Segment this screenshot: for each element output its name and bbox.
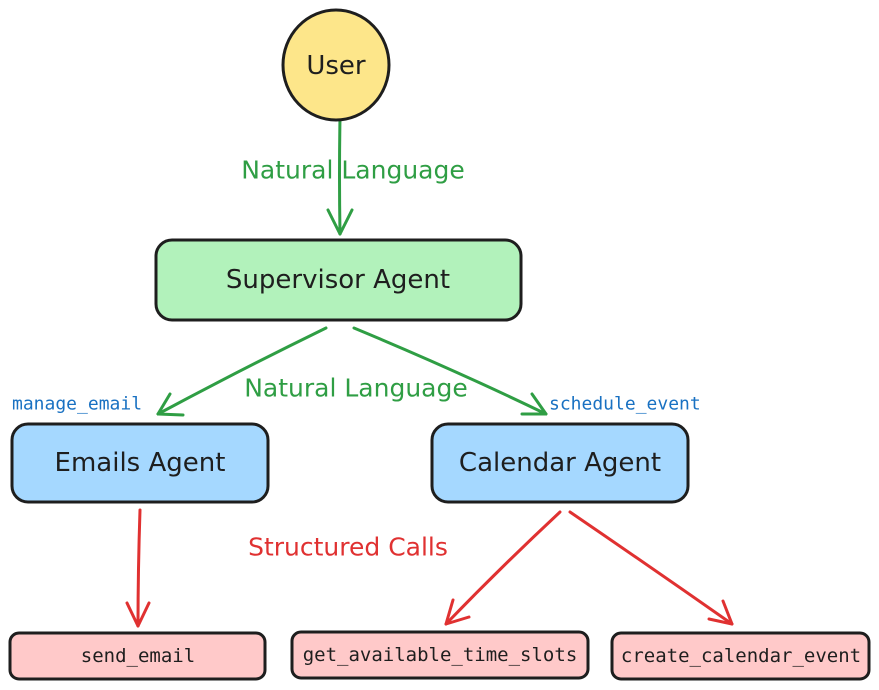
edge-supervisor-to-emails-agent [156, 326, 328, 417]
edge-label-user-supervisor: Natural Language [241, 156, 465, 185]
edge-calendar-agent-to-create-event [568, 510, 734, 626]
edge-label-structured-calls: Structured Calls [248, 533, 448, 562]
edge-calendar-agent-to-get-slots [444, 510, 562, 626]
calendar-agent-node: Calendar Agent [430, 422, 690, 504]
supervisor-agent-node: Supervisor Agent [154, 238, 523, 322]
user-node: User [281, 8, 391, 122]
tool-create-calendar-event-label: create_calendar_event [621, 645, 861, 667]
tool-send-email-label: send_email [81, 645, 195, 667]
tool-get-available-time-slots-label: get_available_time_slots [303, 644, 578, 666]
edge-user-to-supervisor [326, 116, 354, 236]
emails-agent-node: Emails Agent [10, 422, 270, 504]
supervisor-agent-label: Supervisor Agent [226, 265, 450, 295]
user-label: User [306, 51, 366, 81]
tool-create-calendar-event: create_calendar_event [610, 631, 871, 681]
handoff-label-schedule-event: schedule_event [549, 394, 701, 415]
tool-get-available-time-slots: get_available_time_slots [290, 630, 590, 680]
edge-supervisor-to-calendar-agent [352, 326, 548, 416]
tool-send-email: send_email [8, 631, 267, 681]
edge-emails-agent-to-send-email [125, 508, 151, 628]
emails-agent-label: Emails Agent [55, 448, 226, 478]
edge-label-supervisor-agents: Natural Language [244, 374, 468, 403]
handoff-label-manage-email: manage_email [12, 394, 142, 415]
calendar-agent-label: Calendar Agent [459, 448, 661, 478]
